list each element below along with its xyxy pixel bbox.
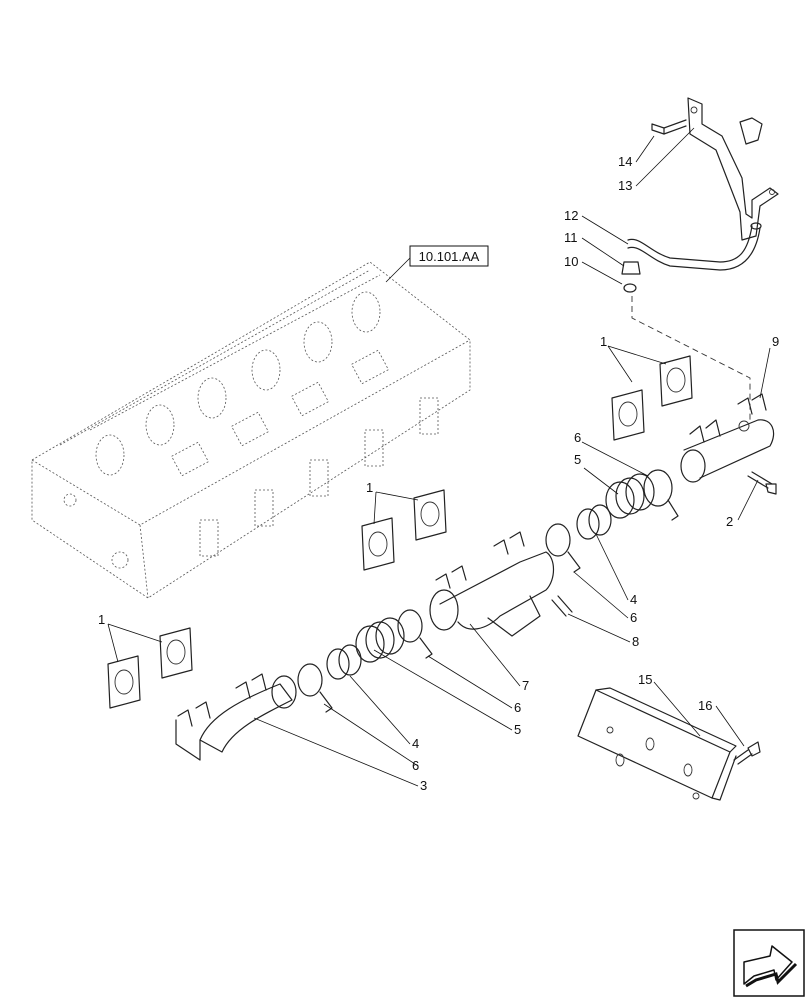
- plug-8: [551, 595, 573, 617]
- manifold-section-7: [429, 531, 555, 637]
- callout-6-lower: 6: [412, 758, 419, 773]
- callout-14: 14: [618, 154, 632, 169]
- bracket-13: [687, 97, 779, 241]
- callout-7: 7: [522, 678, 529, 693]
- callout-1-upper: 1: [600, 334, 607, 349]
- callout-5-upper: 5: [574, 452, 581, 467]
- callout-1-lower: 1: [98, 612, 105, 627]
- bolt-14: [651, 119, 687, 135]
- callout-3: 3: [420, 778, 427, 793]
- assembly-line: [631, 296, 751, 420]
- sleeve-4-upper: [576, 504, 612, 540]
- callout-4-lower: 4: [412, 736, 419, 751]
- clamp-6-mid: [545, 523, 581, 573]
- sleeve-4-lower: [326, 644, 362, 680]
- callout-5-lower: 5: [514, 722, 521, 737]
- callout-2: 2: [726, 514, 733, 529]
- washer-10: [623, 283, 637, 293]
- bolt-2: [747, 471, 777, 495]
- clamp-6-lower: [297, 663, 333, 713]
- callout-12: 12: [564, 208, 578, 223]
- callout-4-upper: 4: [630, 592, 637, 607]
- bellows-5-lower: [355, 617, 405, 663]
- bolt-16: [733, 741, 761, 765]
- reference-tag-label: 10.101.AA: [419, 249, 480, 264]
- callout-1-middle: 1: [366, 480, 373, 495]
- clamp-6-lower-mid: [397, 609, 433, 659]
- gasket-1-lower-left: [107, 627, 193, 709]
- heat-shield-15: [577, 687, 737, 801]
- manifold-section-9: [680, 393, 775, 483]
- pipe-12: [627, 222, 762, 271]
- callout-6-top: 6: [574, 430, 581, 445]
- reference-tag[interactable]: 10.101.AA: [385, 245, 489, 283]
- callout-13: 13: [618, 178, 632, 193]
- callout-15: 15: [638, 672, 652, 687]
- arrow-next-page-icon[interactable]: [733, 929, 805, 997]
- callout-labels: 1 1 1 2 3 4 4 5 5 6 6 6 6 7 8 9 10 11 12…: [98, 154, 779, 793]
- gasket-1-middle: [361, 489, 447, 571]
- callout-8: 8: [632, 634, 639, 649]
- callout-10: 10: [564, 254, 578, 269]
- fitting-11: [621, 261, 641, 275]
- callout-9: 9: [772, 334, 779, 349]
- gasket-1-upper-right: [611, 355, 693, 441]
- bellows-5-upper: [605, 473, 655, 519]
- clamp-6-upper: [643, 469, 679, 521]
- callout-6-right: 6: [630, 610, 637, 625]
- callout-11: 11: [564, 230, 578, 245]
- callout-6-mid: 6: [514, 700, 521, 715]
- leader-lines: [107, 127, 771, 787]
- callout-16: 16: [698, 698, 712, 713]
- manifold-section-3: [175, 673, 297, 761]
- cylinder-head-outline: [31, 261, 471, 599]
